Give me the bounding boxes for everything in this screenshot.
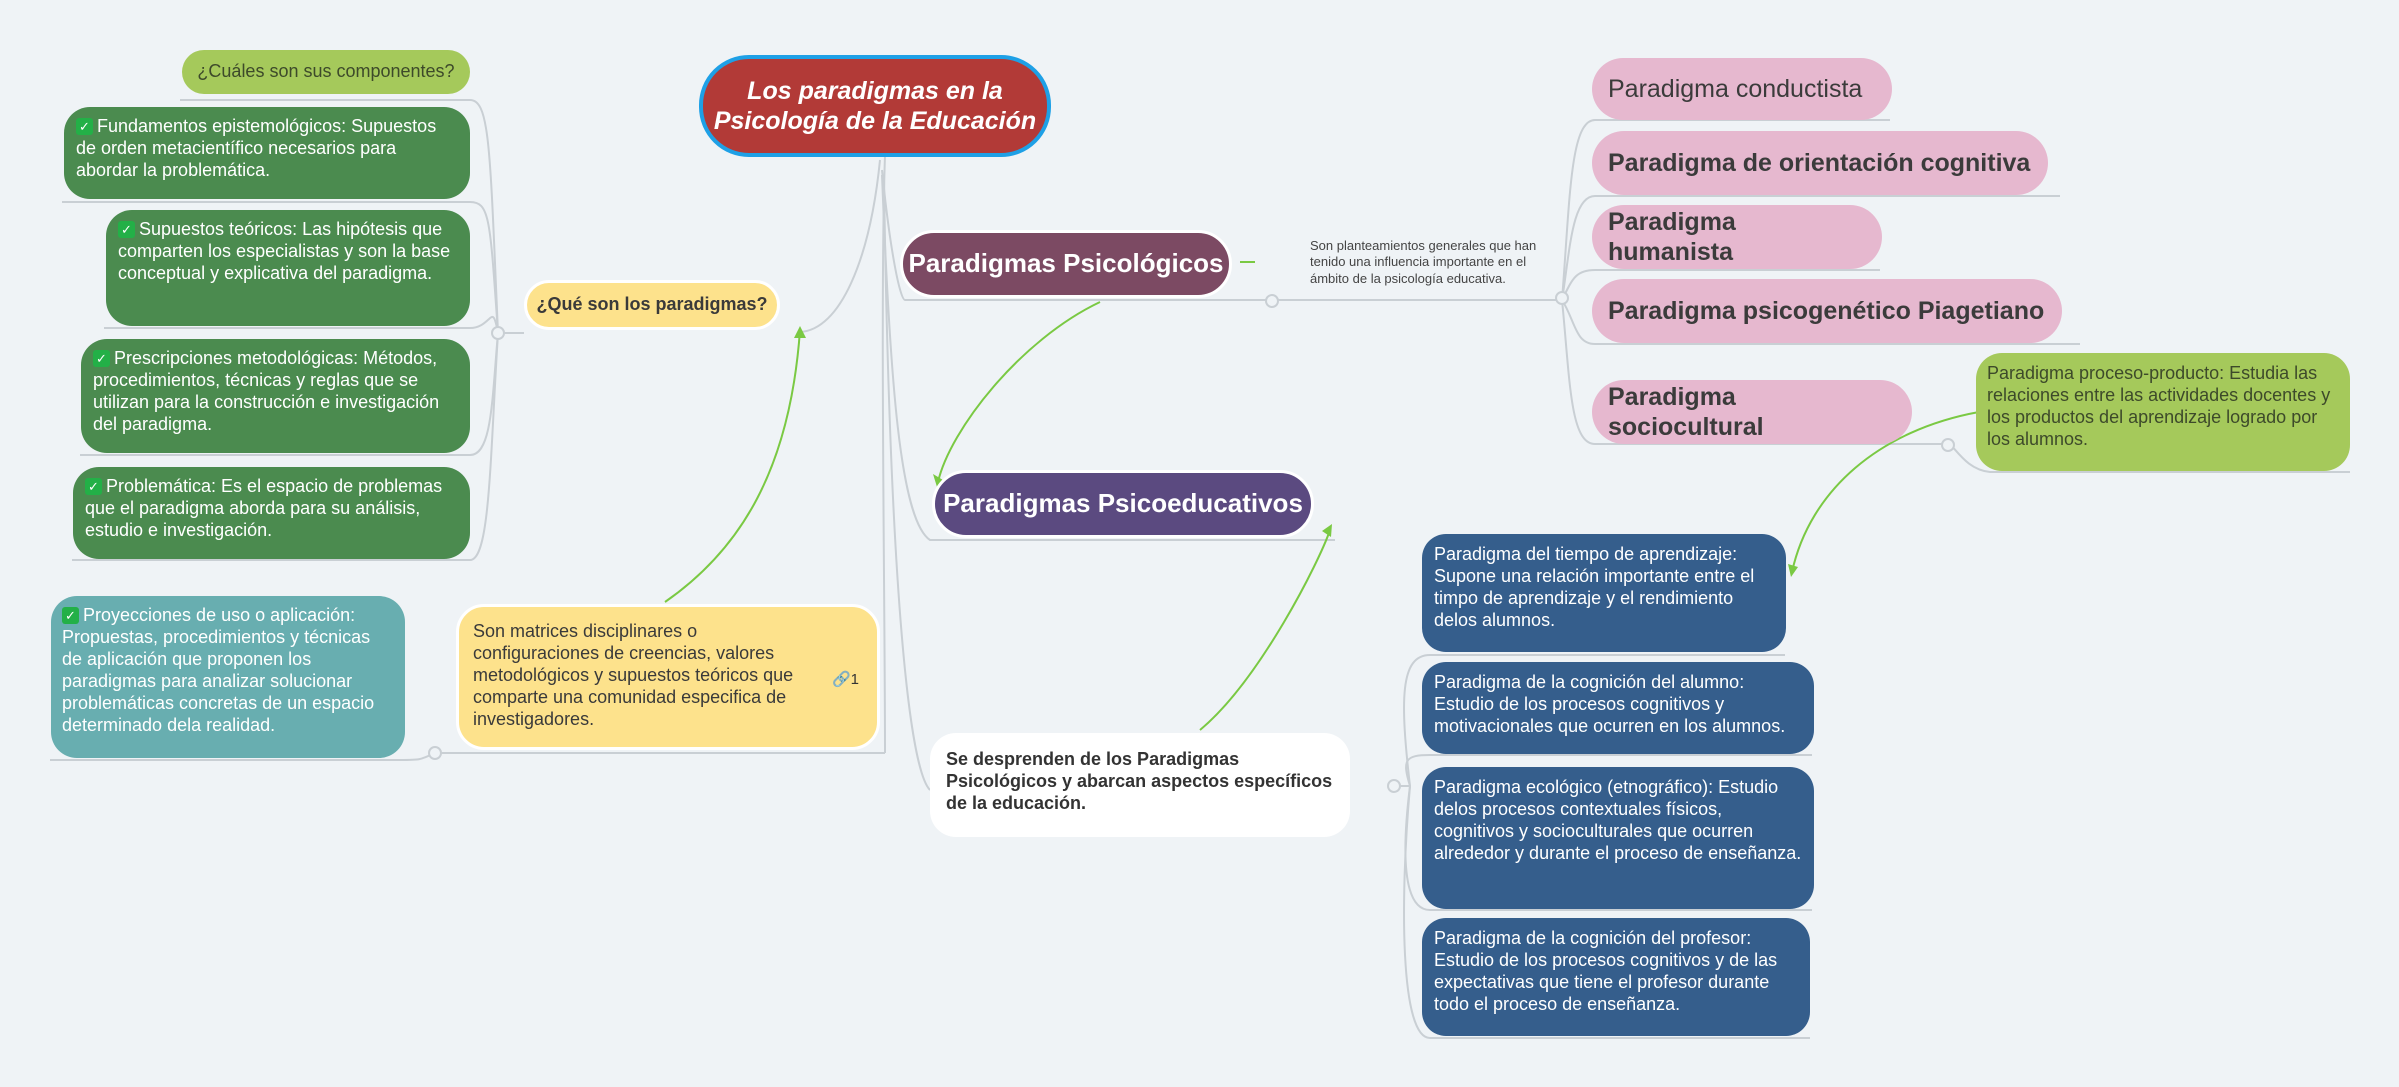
paradigma-sociocultural[interactable]: Paradigma sociocultural bbox=[1592, 380, 1912, 444]
checkmark-icon: ✓ bbox=[62, 607, 79, 624]
paradigma-label: Paradigma psicogenético Piagetiano bbox=[1608, 296, 2045, 325]
psicologicos-title: Paradigmas Psicológicos bbox=[908, 248, 1224, 279]
central-topic[interactable]: Los paradigmas en la Psicología de la Ed… bbox=[699, 55, 1051, 157]
psicologicos-description[interactable]: Son planteamientos generales que han ten… bbox=[1310, 238, 1550, 287]
paradigma-piagetiano[interactable]: Paradigma psicogenético Piagetiano bbox=[1592, 279, 2062, 343]
psicoeducativos-node[interactable]: Paradigmas Psicoeducativos bbox=[932, 470, 1314, 538]
definition-node[interactable]: Son matrices disciplinares o configuraci… bbox=[456, 604, 880, 750]
psicoeducativos-description-text: Se desprenden de los Paradigmas Psicológ… bbox=[946, 749, 1333, 813]
component-text: Prescripciones metodológicas: Métodos, p… bbox=[93, 348, 440, 434]
link-badge[interactable]: 🔗1 bbox=[832, 671, 859, 689]
paradigma-tiempo-aprendizaje[interactable]: Paradigma del tiempo de aprendizaje: Sup… bbox=[1422, 534, 1786, 652]
checkmark-icon: ✓ bbox=[118, 221, 135, 238]
link-count: 1 bbox=[850, 671, 859, 688]
component-supuestos-teoricos[interactable]: ✓Supuestos teóricos: Las hipótesis que c… bbox=[106, 210, 470, 326]
paradigma-cognicion-profesor[interactable]: Paradigma de la cognición del profesor: … bbox=[1422, 918, 1810, 1036]
paradigma-text: Paradigma de la cognición del alumno: Es… bbox=[1434, 672, 1786, 736]
paradigma-label: Paradigma conductista bbox=[1608, 74, 1863, 103]
component-fundamentos[interactable]: ✓Fundamentos epistemológicos: Supuestos … bbox=[64, 107, 470, 199]
psicologicos-node[interactable]: Paradigmas Psicológicos bbox=[900, 230, 1232, 298]
central-topic-title: Los paradigmas en la Psicología de la Ed… bbox=[713, 76, 1037, 136]
component-text: Supuestos teóricos: Las hipótesis que co… bbox=[118, 219, 451, 283]
psicologicos-description-text: Son planteamientos generales que han ten… bbox=[1310, 238, 1537, 286]
components-question-label: ¿Cuáles son sus componentes? bbox=[197, 61, 455, 82]
paradigma-label: Paradigma humanista bbox=[1608, 207, 1736, 267]
projections-text: Proyecciones de uso o aplicación: Propue… bbox=[62, 605, 375, 735]
projections-node[interactable]: ✓Proyecciones de uso o aplicación: Propu… bbox=[51, 596, 405, 758]
paradigma-text: Paradigma ecológico (etnográfico): Estud… bbox=[1434, 777, 1802, 863]
paradigma-cognitiva[interactable]: Paradigma de orientación cognitiva bbox=[1592, 131, 2048, 195]
proceso-producto-node[interactable]: Paradigma proceso-producto: Estudia las … bbox=[1976, 353, 2350, 471]
what-question[interactable]: ¿Qué son los paradigmas? bbox=[524, 280, 780, 330]
paradigma-cognicion-alumno[interactable]: Paradigma de la cognición del alumno: Es… bbox=[1422, 662, 1814, 754]
what-question-label: ¿Qué son los paradigmas? bbox=[536, 294, 768, 315]
paradigma-label: Paradigma de orientación cognitiva bbox=[1608, 148, 2031, 177]
component-text: Fundamentos epistemológicos: Supuestos d… bbox=[76, 116, 437, 180]
definition-text: Son matrices disciplinares o configuraci… bbox=[473, 621, 794, 729]
link-icon: 🔗 bbox=[831, 671, 851, 688]
paradigma-text: Paradigma del tiempo de aprendizaje: Sup… bbox=[1434, 544, 1755, 630]
component-prescripciones[interactable]: ✓Prescripciones metodológicas: Métodos, … bbox=[81, 339, 470, 453]
paradigma-humanista[interactable]: Paradigma humanista bbox=[1592, 205, 1882, 269]
psicoeducativos-title: Paradigmas Psicoeducativos bbox=[943, 488, 1303, 519]
paradigma-ecologico[interactable]: Paradigma ecológico (etnográfico): Estud… bbox=[1422, 767, 1814, 909]
paradigma-label: Paradigma sociocultural bbox=[1608, 382, 1764, 442]
paradigma-conductista[interactable]: Paradigma conductista bbox=[1592, 58, 1892, 120]
checkmark-icon: ✓ bbox=[85, 478, 102, 495]
components-question[interactable]: ¿Cuáles son sus componentes? bbox=[182, 50, 470, 94]
checkmark-icon: ✓ bbox=[93, 350, 110, 367]
component-problematica[interactable]: ✓Problemática: Es el espacio de problema… bbox=[73, 467, 470, 559]
checkmark-icon: ✓ bbox=[76, 118, 93, 135]
component-text: Problemática: Es el espacio de problemas… bbox=[85, 476, 443, 540]
proceso-producto-text: Paradigma proceso-producto: Estudia las … bbox=[1987, 363, 2331, 449]
psicoeducativos-description[interactable]: Se desprenden de los Paradigmas Psicológ… bbox=[930, 733, 1350, 837]
paradigma-text: Paradigma de la cognición del profesor: … bbox=[1434, 928, 1778, 1014]
